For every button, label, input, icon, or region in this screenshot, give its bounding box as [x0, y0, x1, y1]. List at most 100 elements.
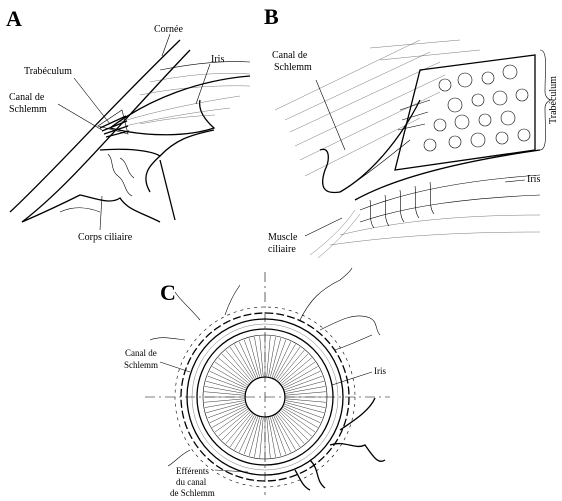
panel-a-letter: A — [6, 6, 22, 31]
iris-radial-fiber — [270, 338, 282, 377]
panel-b-leader-lines — [304, 49, 553, 237]
panel-a-label-canal-line2: Schlemm — [9, 104, 47, 115]
iris-radial-fiber — [234, 344, 255, 379]
iris-radial-fiber — [218, 410, 250, 437]
iris-radial-fiber — [248, 338, 260, 377]
panel-b-label-canal-line1: Canal de — [272, 50, 308, 61]
iris-radial-fiber — [268, 417, 276, 458]
panel-a-cornea-drawing — [9, 39, 251, 223]
panel-c-letter: C — [160, 280, 176, 305]
panel-b-cornea-drawing — [274, 39, 481, 177]
iris-radial-fiber — [268, 336, 276, 377]
panel-b-label-trabeculum: Trabéculum — [548, 76, 559, 124]
panel-c-label-efferents-line1: Efférents — [176, 466, 209, 476]
panel-c-label-efferents-line3: de Schlemm — [170, 488, 215, 498]
iris-radial-fiber — [278, 412, 305, 444]
iris-radial-fiber — [225, 350, 252, 382]
panel-a-label-corps-ciliaire: Corps ciliaire — [78, 232, 133, 243]
iris-radial-fiber — [254, 417, 262, 458]
iris-radial-fiber — [273, 341, 292, 379]
iris-radial-fiber — [275, 415, 296, 450]
iris-radial-fiber — [283, 366, 318, 387]
iris-radial-fiber — [285, 386, 326, 394]
panel-b: B — [264, 4, 559, 259]
iris-radial-fiber — [276, 414, 301, 448]
iris-radial-fiber — [218, 357, 250, 384]
iris-radial-fiber — [212, 366, 247, 387]
iris-radial-fiber — [221, 411, 251, 441]
panel-c: C — [124, 267, 390, 498]
iris-radial-fiber — [271, 416, 287, 455]
iris-radial-fiber — [284, 375, 323, 391]
iris-radial-fiber — [207, 375, 246, 391]
iris-radial-fiber — [214, 361, 248, 386]
iris-radial-fiber — [285, 380, 324, 392]
iris-radial-fiber — [204, 386, 245, 394]
iris-radial-fiber — [271, 339, 287, 378]
iris-radial-fiber — [285, 398, 326, 403]
panel-c-efferent-vessels — [149, 267, 386, 491]
iris-radial-fiber — [285, 391, 326, 396]
panel-c-label-canal-line1: Canal de — [125, 348, 157, 358]
panel-c-schlemm-ring — [174, 306, 356, 488]
panel-a-ciliary-body-drawing — [21, 129, 215, 223]
iris-radial-fiber — [280, 357, 312, 384]
iris-radial-fiber — [229, 414, 254, 448]
iris-radial-fiber — [275, 344, 296, 379]
iris-radial-fiber — [279, 411, 309, 441]
iris-radial-fiber — [234, 415, 255, 450]
iris-radial-fiber — [207, 403, 246, 419]
iris-radial-fiber — [280, 410, 312, 437]
panel-a-label-iris: Iris — [211, 54, 224, 65]
panel-b-label-muscle-line1: Muscle — [268, 232, 298, 243]
panel-c-label-iris: Iris — [374, 366, 386, 376]
panel-c-label-canal-line2: Schlemm — [124, 360, 158, 370]
iris-radial-fiber — [204, 391, 245, 396]
iris-radial-fiber — [270, 417, 282, 456]
panel-b-iris-muscle-drawing — [309, 149, 541, 259]
panel-c-radial-fibers — [204, 336, 326, 458]
iris-radial-fiber — [283, 407, 318, 428]
iris-radial-fiber — [248, 417, 260, 456]
iris-radial-fiber — [259, 336, 264, 377]
iris-radial-fiber — [276, 346, 301, 380]
iris-radial-fiber — [278, 350, 305, 382]
iris-radial-fiber — [221, 353, 251, 383]
iris-radial-fiber — [212, 407, 247, 428]
iris-radial-fiber — [209, 405, 247, 424]
iris-radial-fiber — [243, 339, 259, 378]
panel-b-letter: B — [264, 4, 279, 29]
iris-radial-fiber — [243, 416, 259, 455]
panel-a-label-trabeculum: Trabéculum — [24, 66, 72, 77]
iris-radial-fiber — [214, 408, 248, 433]
iris-radial-fiber — [266, 417, 271, 458]
iris-radial-fiber — [285, 402, 324, 414]
iris-radial-fiber — [254, 336, 262, 377]
panel-a-leader-lines — [57, 33, 211, 231]
iris-radial-fiber — [285, 400, 326, 408]
iris-radial-fiber — [284, 403, 323, 419]
panel-b-schlemm-canal-drawing — [319, 99, 421, 194]
iris-radial-fiber — [225, 412, 252, 444]
panel-a-iris-drawing — [109, 75, 251, 136]
panel-a: A — [6, 6, 251, 243]
iris-radial-fiber — [282, 361, 316, 386]
panel-b-label-canal-line2: Schlemm — [274, 62, 312, 73]
panel-a-trabeculum-drawing — [97, 109, 130, 138]
iris-radial-fiber — [283, 405, 321, 424]
iris-radial-fiber — [209, 370, 247, 389]
panel-a-label-canal-line1: Canal de — [9, 92, 45, 103]
panel-b-label-iris: Iris — [527, 174, 540, 185]
iris-radial-fiber — [204, 398, 245, 403]
iris-radial-fiber — [279, 353, 309, 383]
iris-radial-fiber — [229, 346, 254, 380]
iris-radial-fiber — [238, 341, 257, 379]
panel-c-label-efferents-line2: du canal — [176, 477, 207, 487]
panel-b-trabecular-meshwork-drawing — [394, 54, 536, 171]
iris-radial-fiber — [266, 336, 271, 377]
panel-a-label-cornee: Cornée — [154, 24, 183, 35]
iris-radial-fiber — [238, 415, 257, 453]
panel-c-leader-lines — [159, 361, 373, 473]
iris-radial-fiber — [206, 380, 245, 392]
